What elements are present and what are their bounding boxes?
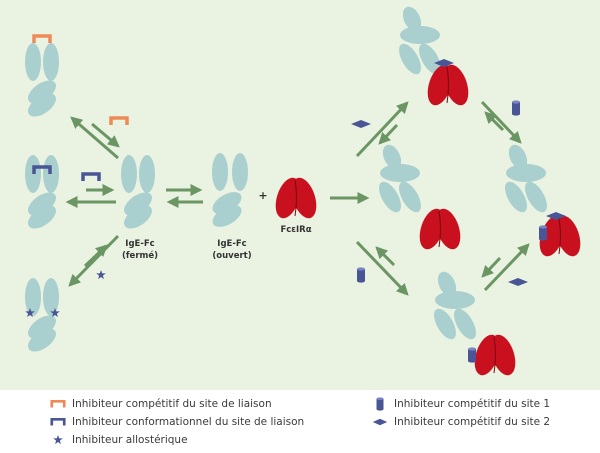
ige-open-label-1: IgE-Fc bbox=[217, 239, 246, 249]
ige-fc-open bbox=[208, 153, 248, 232]
plus-sign: + bbox=[258, 189, 267, 202]
star-icon bbox=[50, 433, 66, 447]
free-cylinder-icon-right bbox=[512, 100, 520, 116]
ige-conformational-bound bbox=[24, 155, 60, 234]
ige-inhibition-diagram: IgE-Fc (fermé) IgE-Fc (ouvert) + FcεIRα bbox=[24, 3, 586, 379]
receptor-label: FcεIRα bbox=[280, 225, 311, 235]
ige-allosteric-bound bbox=[24, 278, 60, 357]
legend-allosteric: Inhibiteur allostérique bbox=[50, 432, 188, 448]
cylinder-icon bbox=[372, 397, 388, 411]
complex-bottom bbox=[429, 268, 521, 379]
arrows bbox=[65, 100, 530, 296]
free-cylinder-icon-left bbox=[357, 267, 365, 283]
complex-right bbox=[500, 141, 586, 260]
ige-open-label-2: (ouvert) bbox=[212, 251, 251, 261]
complex-top bbox=[394, 3, 474, 109]
legend-site1: Inhibiteur compétitif du site 1 bbox=[372, 396, 550, 412]
free-diamond-icon-bottom bbox=[508, 278, 528, 286]
ige-closed-label-1: IgE-Fc bbox=[125, 239, 154, 249]
free-blue-bracket-icon bbox=[81, 172, 101, 183]
legend-site2: Inhibiteur compétitif du site 2 bbox=[372, 414, 550, 430]
free-star-icon bbox=[96, 270, 106, 280]
ige-closed-label-2: (fermé) bbox=[122, 250, 158, 261]
ige-fc-closed bbox=[120, 155, 156, 234]
legend-conformational: Inhibiteur conformationnel du site de li… bbox=[50, 414, 304, 430]
legend: Inhibiteur compétitif du site de liaison… bbox=[0, 390, 600, 453]
free-orange-bracket-icon bbox=[109, 116, 129, 127]
ige-orthosteric-bound bbox=[24, 34, 60, 122]
orange-bracket-icon bbox=[50, 397, 66, 411]
legend-orthosteric: Inhibiteur compétitif du site de liaison bbox=[50, 396, 272, 412]
diagram-area: IgE-Fc (fermé) IgE-Fc (ouvert) + FcεIRα bbox=[0, 0, 600, 390]
diamond-icon bbox=[372, 415, 388, 429]
complex-middle bbox=[374, 141, 466, 253]
blue-bracket-icon bbox=[50, 415, 66, 429]
receptor-free bbox=[270, 174, 322, 222]
free-diamond-icon-top bbox=[351, 120, 371, 128]
